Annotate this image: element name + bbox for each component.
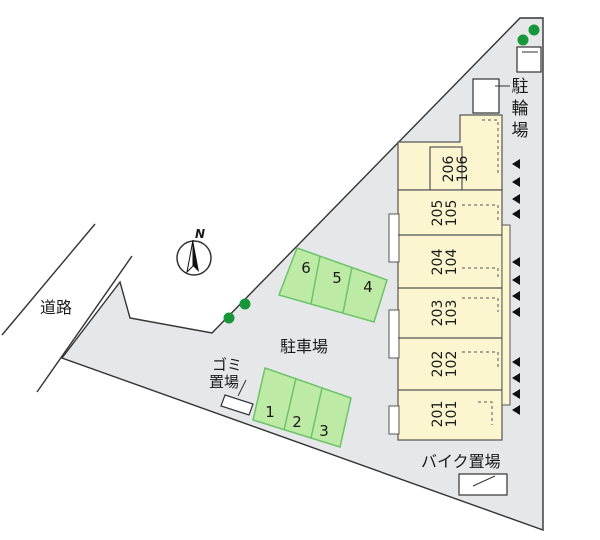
unit-label-205: 205 bbox=[430, 200, 446, 227]
garbage-label-2: 置場 bbox=[209, 373, 239, 391]
building-main-block bbox=[397, 189, 503, 441]
parking-space-5: 5 bbox=[332, 269, 342, 287]
unit-label-102: 102 bbox=[444, 351, 460, 378]
parking-space-3: 3 bbox=[319, 422, 329, 440]
entrance-marker-icon bbox=[512, 194, 520, 204]
stair-3 bbox=[388, 405, 400, 435]
entrance-marker-icon bbox=[512, 357, 520, 367]
unit-label-105: 105 bbox=[444, 200, 460, 227]
north-arrow-icon: N bbox=[176, 227, 212, 276]
tree-group-top bbox=[517, 24, 540, 46]
bike-parking: バイク置場 bbox=[421, 452, 508, 496]
parking-label: 駐車場 bbox=[280, 337, 328, 356]
north-label: N bbox=[195, 227, 205, 241]
apartment-building bbox=[388, 114, 511, 441]
unit-label-204: 204 bbox=[430, 249, 446, 276]
road-edge-right bbox=[36, 255, 133, 393]
parking-space-6: 6 bbox=[301, 259, 311, 277]
bicycle-label-1: 駐 bbox=[512, 77, 529, 97]
unit-label-103: 103 bbox=[444, 300, 460, 327]
entrance-marker-icon bbox=[512, 307, 520, 317]
unit-label-206: 206 bbox=[441, 156, 457, 183]
tree-icon bbox=[223, 312, 235, 324]
entrance-marker-icon bbox=[512, 209, 520, 219]
entrance-marker-icon bbox=[512, 177, 520, 187]
unit-label-101: 101 bbox=[444, 401, 460, 428]
entrance-marker-icon bbox=[512, 257, 520, 267]
entrance-marker-icon bbox=[512, 389, 520, 399]
tree-icon bbox=[239, 298, 251, 310]
unit-label-104: 104 bbox=[444, 249, 460, 276]
garbage-label-1: ゴミ bbox=[212, 356, 242, 374]
entrance-marker-icon bbox=[512, 275, 520, 285]
entrance-marker-icon bbox=[512, 159, 520, 169]
entrance-marker-icon bbox=[512, 405, 520, 415]
entrance-marker-icon bbox=[512, 291, 520, 301]
bicycle-label-2: 輪 bbox=[512, 99, 529, 119]
tree-icon bbox=[528, 24, 540, 36]
tree-icon bbox=[517, 34, 529, 46]
parking-upper: 6 5 4 bbox=[278, 247, 388, 323]
parking-space-1: 1 bbox=[265, 403, 275, 421]
parking-space-4: 4 bbox=[363, 278, 373, 296]
road-label: 道路 bbox=[40, 298, 72, 317]
entrance-markers bbox=[512, 159, 520, 415]
building-walkway bbox=[501, 224, 511, 406]
road-edge-left bbox=[1, 223, 96, 336]
stair-1 bbox=[388, 213, 400, 263]
unit-label-202: 202 bbox=[430, 351, 446, 378]
unit-label-106: 106 bbox=[455, 156, 471, 183]
bicycle-shed: 駐 輪 場 bbox=[472, 46, 542, 141]
garbage-area: ゴミ 置場 bbox=[209, 356, 254, 416]
parking-lower: 1 2 3 bbox=[252, 367, 352, 448]
entrance-marker-icon bbox=[512, 373, 520, 383]
parking-space-2: 2 bbox=[292, 413, 302, 431]
tree-group-left bbox=[223, 298, 251, 324]
unit-label-203: 203 bbox=[430, 300, 446, 327]
bicycle-label-3: 場 bbox=[512, 121, 529, 141]
unit-label-201: 201 bbox=[430, 401, 446, 428]
bike-parking-label: バイク置場 bbox=[421, 452, 501, 471]
stair-2 bbox=[388, 309, 400, 359]
